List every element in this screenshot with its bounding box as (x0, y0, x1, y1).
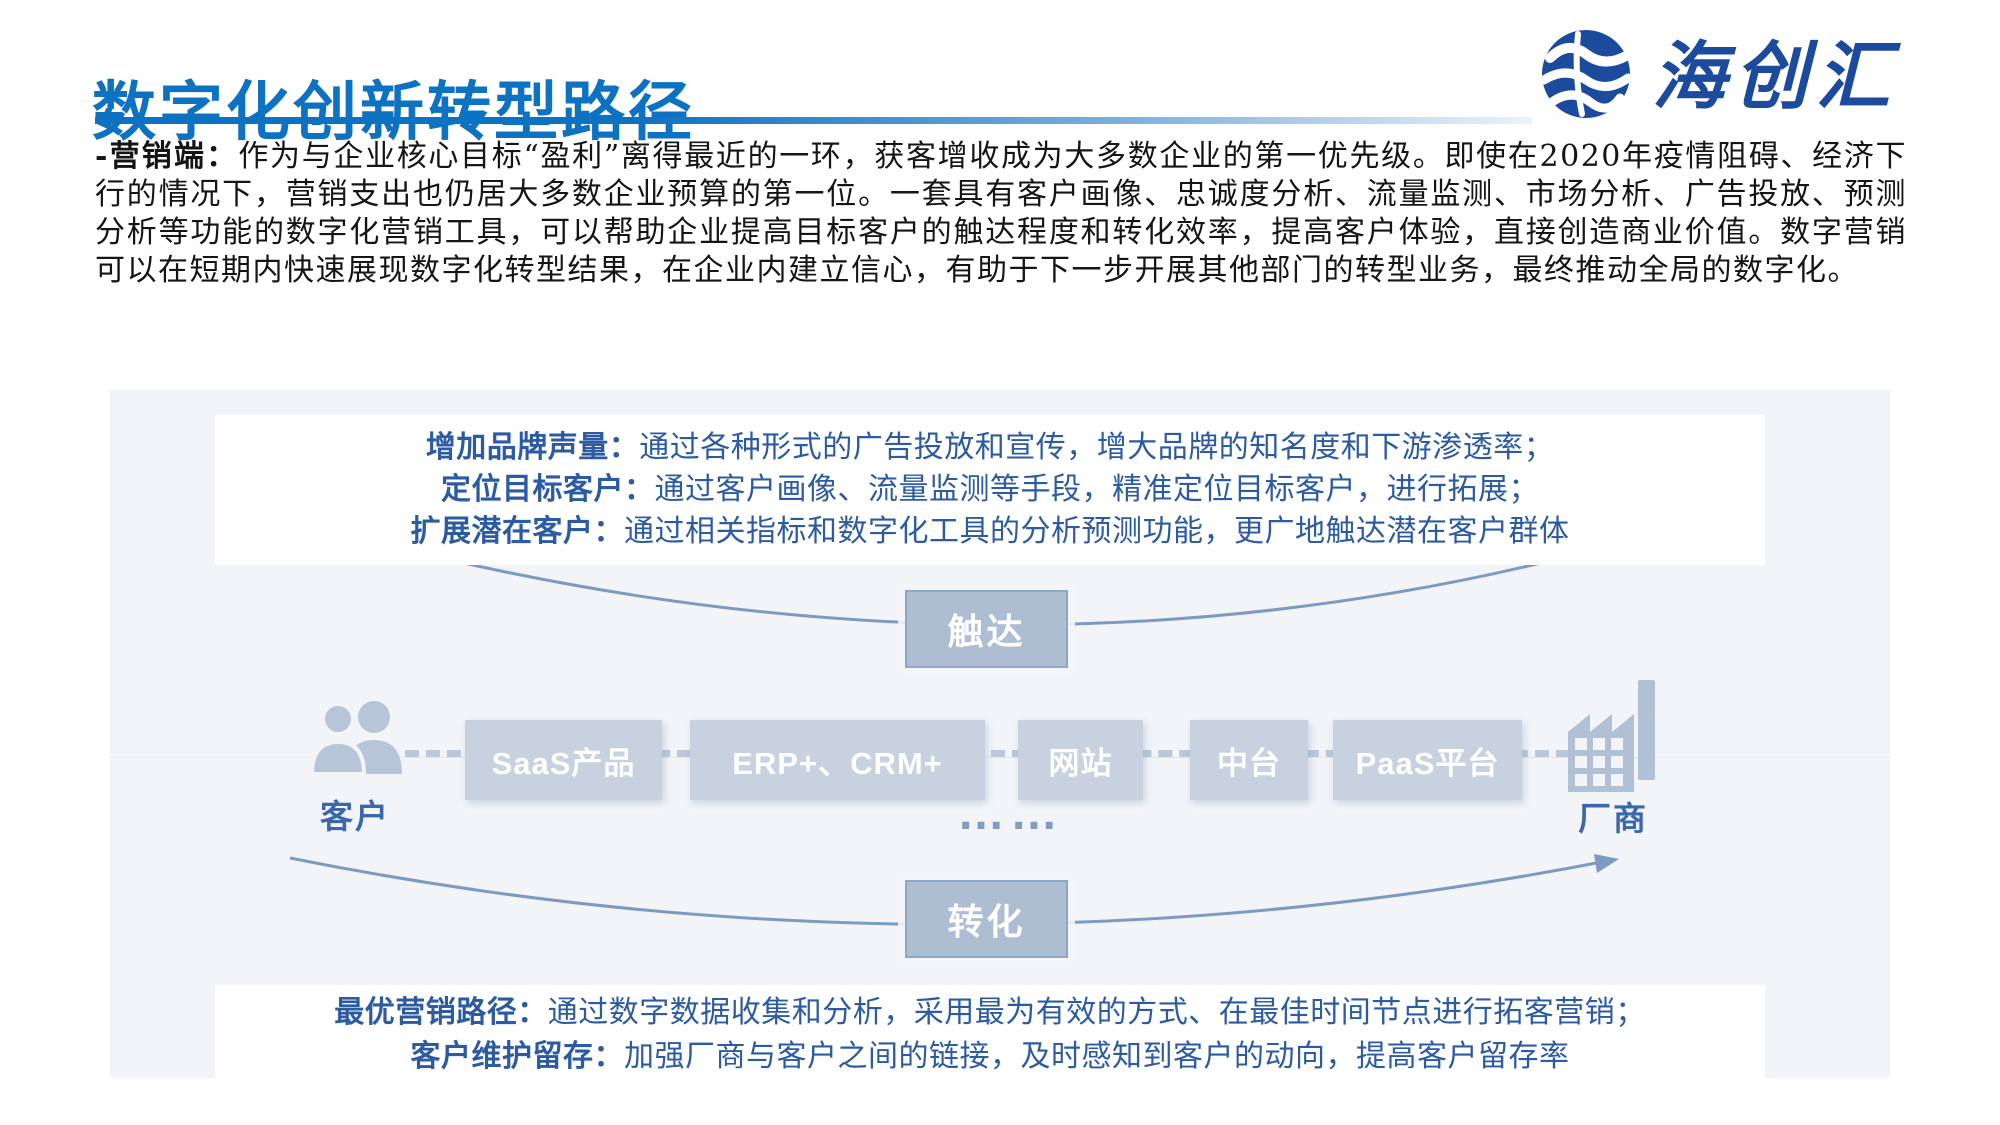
intro-paragraph: -营销端：作为与企业核心目标“盈利”离得最近的一环，获客增收成为大多数企业的第一… (95, 138, 1907, 290)
intro-body: 作为与企业核心目标“盈利”离得最近的一环，获客增收成为大多数企业的第一优先级。即… (95, 139, 1908, 288)
dashed-connector (405, 750, 1570, 757)
strategy-line: 最优营销路径：通过数字数据收集和分析，采用最为有效的方式、在最佳时间节点进行拓客… (215, 991, 1765, 1035)
page-title: 数字化创新转型路径 (92, 75, 695, 148)
strategy-text: 通过各种形式的广告投放和宣传，增大品牌的知名度和下游渗透率； (639, 431, 1555, 464)
strategy-label: 扩展潜在客户： (410, 515, 624, 548)
strategy-line: 扩展潜在客户：通过相关指标和数字化工具的分析预测功能，更广地触达潜在客户群体 (215, 511, 1765, 553)
strategy-label: 最优营销路径： (334, 996, 548, 1029)
strategy-label: 增加品牌声量： (425, 431, 640, 464)
flow-node-website: 网站 (1018, 720, 1143, 800)
strategy-text: 通过客户画像、流量监测等手段，精准定位目标客户，进行拓展； (654, 473, 1539, 506)
convert-arrowhead-icon (1594, 854, 1619, 873)
brand-logo-text: 海创汇 (1652, 33, 1898, 120)
strategy-line: 定位目标客户：通过客户画像、流量监测等手段，精准定位目标客户，进行拓展； (215, 469, 1765, 511)
factory-icon (1562, 680, 1666, 799)
customers-icon (308, 696, 404, 797)
strategy-line: 增加品牌声量：通过各种形式的广告投放和宣传，增大品牌的知名度和下游渗透率； (215, 427, 1765, 469)
globe-icon (1538, 26, 1634, 127)
strategy-line: 客户维护留存：加强厂商与客户之间的链接，及时感知到客户的动向，提高客户留存率 (215, 1035, 1765, 1079)
strategy-box-top: 增加品牌声量：通过各种形式的广告投放和宣传，增大品牌的知名度和下游渗透率； 定位… (215, 415, 1765, 565)
strategy-label: 定位目标客户： (441, 473, 655, 506)
strategy-box-bottom: 最优营销路径：通过数字数据收集和分析，采用最为有效的方式、在最佳时间节点进行拓客… (215, 985, 1765, 1078)
brand-logo: 海创汇 (1538, 26, 1898, 127)
ellipsis-dots: …… (957, 787, 1063, 840)
strategy-label: 客户维护留存： (410, 1040, 624, 1073)
reach-tag: 触达 (905, 590, 1068, 668)
flow-node-saas: SaaS产品 (465, 720, 662, 800)
flow-node-erp-crm: ERP+、CRM+ (690, 720, 985, 800)
intro-lead: -营销端： (95, 139, 239, 174)
strategy-text: 通过数字数据收集和分析，采用最为有效的方式、在最佳时间节点进行拓客营销； (547, 996, 1646, 1029)
flow-node-paas: PaaS平台 (1333, 720, 1522, 800)
title-underline (95, 117, 1532, 124)
strategy-text: 加强厂商与客户之间的链接，及时感知到客户的动向，提高客户留存率 (624, 1040, 1570, 1073)
customer-label: 客户 (320, 797, 390, 836)
vendor-label: 厂商 (1578, 799, 1648, 838)
strategy-text: 通过相关指标和数字化工具的分析预测功能，更广地触达潜在客户群体 (624, 515, 1570, 548)
flow-node-middle-platform: 中台 (1190, 720, 1308, 800)
baseline-divider (110, 757, 1890, 758)
diagram-panel: 增加品牌声量：通过各种形式的广告投放和宣传，增大品牌的知名度和下游渗透率； 定位… (110, 390, 1890, 1078)
convert-tag: 转化 (905, 880, 1068, 958)
